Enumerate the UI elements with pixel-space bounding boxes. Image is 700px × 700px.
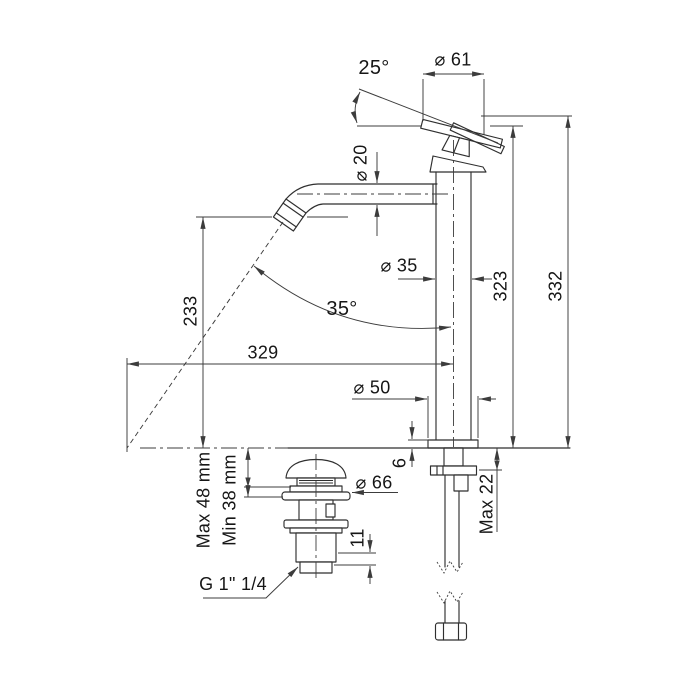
leader-line: [203, 566, 299, 599]
nozzle-joint-line: [282, 202, 304, 218]
label-spout-height: 233: [180, 296, 200, 327]
label-total-height: 332: [545, 271, 565, 302]
label-drain-thread: G 1" 1/4: [199, 574, 267, 594]
angle-ref-slanted: [358, 88, 499, 144]
dim-spout-diameter: ⌀ 20: [350, 144, 380, 236]
dim-base-diameter: ⌀ 50: [352, 377, 496, 438]
handle-group: [420, 118, 505, 173]
dim-max-deck-thickness: Max 22: [476, 448, 502, 534]
dim-drain-height-range: Max 48 mm Min 38 mm: [193, 448, 291, 548]
water-stream-line: [126, 221, 284, 449]
dim-spout-height: 233: [180, 216, 348, 448]
label-stream-angle: 35°: [326, 298, 357, 320]
tailpiece: [443, 447, 464, 467]
spout-nozzle: [272, 198, 307, 232]
dim-drain-tail-length: 11: [334, 528, 376, 584]
handle-stem: [441, 134, 470, 158]
spout-group: [272, 183, 438, 232]
cartridge-cap: [429, 155, 487, 173]
label-handle-angle: 25°: [358, 57, 389, 79]
label-base-diameter: ⌀ 50: [353, 377, 390, 397]
label-height-to-handle: 323: [490, 271, 510, 302]
angle-arc: [350, 91, 361, 124]
angle-arc: [253, 265, 452, 331]
arrowhead: [494, 460, 500, 470]
spout-outer-edge: [285, 183, 438, 200]
dim-drain-cap-diameter: ⌀ 66: [352, 472, 398, 496]
label-max-deck-thickness: Max 22: [476, 474, 496, 535]
rod-break-mark: [436, 560, 464, 574]
dim-drain-thread: G 1" 1/4: [199, 566, 299, 599]
dim-handle-angle: 25°: [350, 57, 499, 144]
base-plate: [427, 439, 479, 449]
label-drain-tail-length: 11: [347, 528, 367, 547]
hex-nut: [434, 622, 468, 641]
dim-base-plate-height: 6: [389, 421, 430, 468]
dim-spout-reach: 329: [126, 342, 453, 452]
arrowhead: [245, 477, 251, 487]
label-spout-diameter: ⌀ 20: [350, 144, 370, 181]
handle-stem-facet: [453, 137, 461, 154]
label-drain-min-height: Min 38 mm: [219, 454, 239, 546]
spout-inner-edge: [305, 203, 438, 214]
label-spout-reach: 329: [248, 342, 279, 362]
drain-side-tab: [325, 503, 336, 518]
dim-total-height: 332: [481, 115, 572, 448]
dim-stream-angle: 35°: [253, 265, 452, 331]
dim-height-to-handle: 323: [490, 125, 523, 448]
nozzle-aerator-line: [275, 212, 297, 228]
mounting-nut-block: [453, 474, 469, 492]
stub-break-mark: [436, 590, 464, 604]
dim-handle-diameter: ⌀ 61: [422, 49, 485, 135]
mounting-hardware-group: [429, 447, 478, 641]
label-handle-diameter: ⌀ 61: [434, 49, 471, 69]
body-group: [427, 171, 479, 449]
label-drain-cap-diameter: ⌀ 66: [355, 472, 392, 492]
label-base-plate-height: 6: [389, 458, 409, 468]
label-body-diameter: ⌀ 35: [380, 255, 417, 275]
label-drain-max-height: Max 48 mm: [193, 452, 213, 549]
